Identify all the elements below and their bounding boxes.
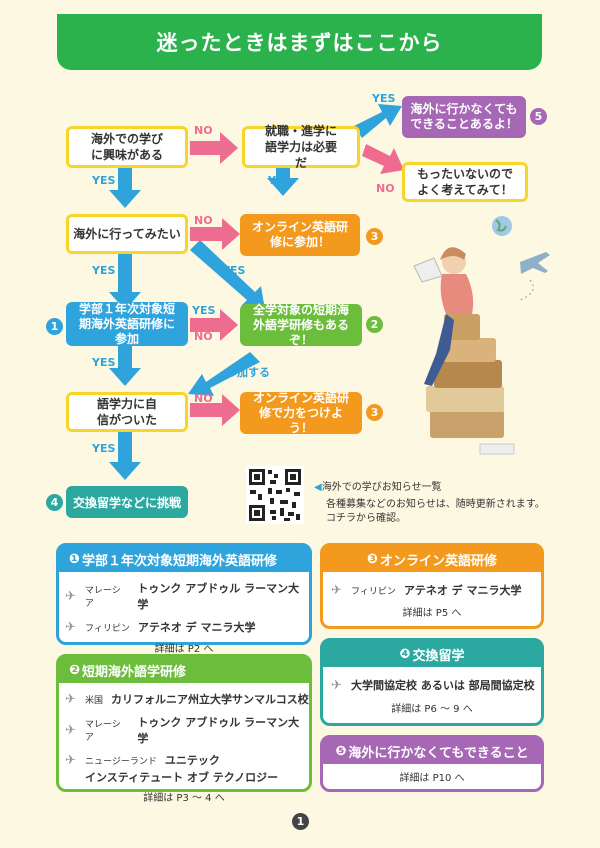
qr-description: コチラから確認。 — [326, 513, 406, 524]
label-yes: YES — [268, 174, 292, 187]
badge-4: ❹ — [399, 646, 411, 662]
result-exchange: 交換留学などに挑戦 — [66, 486, 188, 518]
airplane-icon — [520, 252, 550, 274]
detail-link[interactable]: 詳細は P5 へ — [402, 608, 462, 619]
result-freshman-program: 学部１年次対象短期海外英語研修に参加 — [66, 302, 188, 346]
qr-description: 各種募集などのお知らせは、随時更新されます。 — [326, 499, 545, 510]
detail-link[interactable]: 詳細は P6 ～ 9 へ — [391, 704, 473, 715]
page-title: 迷ったときはまずはここから — [57, 14, 542, 70]
arrow-yes-diagonal — [190, 240, 265, 310]
arrow-yes-down — [109, 252, 141, 310]
question-language-needed: 就職・進学に語学力は必要だ — [242, 124, 360, 170]
list-item: ✈米国カリフォルニア州立大学サンマルコス校 — [65, 691, 309, 707]
question-confidence: 語学力に自信がついた — [66, 392, 188, 432]
arrow-sanka — [188, 352, 260, 396]
arrow-yes-up — [354, 104, 402, 138]
qr-code[interactable] — [246, 466, 304, 524]
label-sanka: 参加する — [226, 366, 270, 379]
arrow-yes-down — [267, 168, 299, 196]
label-no: NO — [376, 182, 395, 195]
question-interest: 海外での学びに興味がある — [66, 126, 188, 168]
airplane-icon: ✈ — [65, 588, 76, 604]
airplane-icon: ✈ — [65, 752, 76, 768]
badge-3: 3 — [366, 404, 383, 421]
badge-3: ❸ — [366, 551, 378, 567]
label-yes: YES — [192, 304, 216, 317]
arrow-no-diag — [362, 144, 404, 174]
list-item-continued: インスティテュート オブ テクノロジー — [85, 771, 279, 784]
globe-icon — [492, 216, 512, 236]
label-yes: YES — [222, 264, 246, 277]
label-yes: YES — [92, 356, 116, 369]
arrow-no-right — [190, 132, 238, 164]
label-yes: YES — [372, 92, 396, 105]
label-no: NO — [194, 392, 213, 405]
list-item: ✈フィリピンアテネオ デ マニラ大学 — [65, 619, 256, 635]
airplane-icon: ✈ — [331, 677, 342, 693]
list-item: ✈大学間協定校 あるいは 部局間協定校 — [331, 677, 535, 693]
airplane-icon: ✈ — [65, 722, 76, 738]
result-mottainai: もったいないのでよく考えてみて！ — [402, 162, 528, 202]
list-item: ✈マレーシアトゥンク アブドゥル ラーマン大学 — [65, 582, 300, 611]
airplane-icon: ✈ — [65, 691, 76, 707]
badge-2: ❷ — [69, 662, 81, 678]
label-no: NO — [194, 124, 213, 137]
badge-2: 2 — [366, 316, 383, 333]
badge-5: 5 — [530, 108, 547, 125]
label-no: NO — [194, 214, 213, 227]
arrow-no-right — [190, 309, 238, 341]
detail-link[interactable]: 詳細は P2 へ — [154, 644, 214, 655]
traveler-illustration — [413, 216, 550, 455]
badge-3: 3 — [366, 228, 383, 245]
arrow-no-right — [190, 218, 240, 250]
list-item: ✈フィリピンアテネオ デ マニラ大学 — [331, 582, 522, 598]
result-online-join: オンライン英語研修に参加！ — [240, 214, 360, 256]
badge-4: 4 — [46, 494, 63, 511]
arrow-yes-down — [109, 168, 141, 208]
label-yes: YES — [92, 264, 116, 277]
badge-1: 1 — [46, 318, 63, 335]
result-no-travel: 海外に行かなくてもできることあるよ！ — [402, 96, 526, 138]
badge-5: ❺ — [335, 743, 347, 759]
airplane-icon: ✈ — [331, 582, 342, 598]
arrow-no-right — [190, 394, 240, 426]
list-item: ✈マレーシアトゥンク アブドゥル ラーマン大学 — [65, 716, 300, 745]
detail-link[interactable]: 詳細は P3 ～ 4 へ — [143, 793, 225, 804]
list-item: ✈ニュージーランドユニテック — [65, 752, 220, 768]
label-yes: YES — [92, 442, 116, 455]
result-online-improve: オンライン英語研修で力をつけよう！ — [240, 391, 362, 435]
qr-heading: ◀海外での学びお知らせ一覧 — [314, 482, 442, 493]
badge-1: ❶ — [69, 551, 81, 567]
page-number: 1 — [292, 813, 309, 830]
detail-link[interactable]: 詳細は P10 へ — [399, 773, 465, 784]
arrow-yes-down — [109, 432, 141, 480]
arrow-yes-down — [109, 346, 141, 386]
airplane-icon: ✈ — [65, 619, 76, 635]
triangle-icon: ◀ — [314, 482, 322, 493]
label-no: NO — [194, 330, 213, 343]
label-yes: YES — [92, 174, 116, 187]
result-short-program: 全学対象の短期海外語学研修もあるぞ！ — [240, 303, 362, 347]
question-go-abroad: 海外に行ってみたい — [66, 214, 188, 254]
